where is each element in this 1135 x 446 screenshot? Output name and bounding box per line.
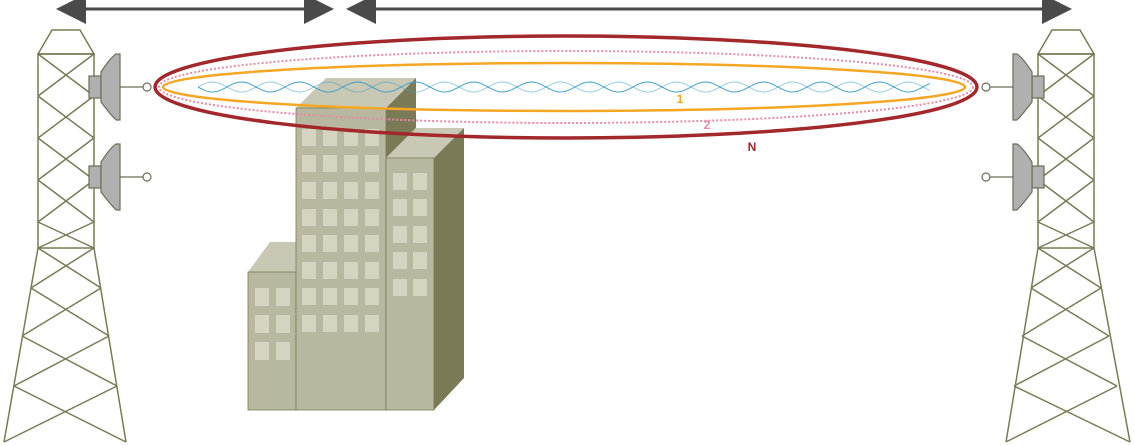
right-tower-icon <box>1005 29 1131 443</box>
zone-label-n: N <box>748 140 757 154</box>
right-dish-upper-icon <box>981 53 1045 121</box>
left-dish-upper-icon <box>88 53 152 121</box>
fresnel-zone-1 <box>161 61 967 113</box>
fresnel-zone-n <box>153 34 979 140</box>
right-dish-lower-icon <box>981 143 1045 211</box>
left-dish-lower-icon <box>88 143 152 211</box>
left-tower-icon <box>3 29 127 443</box>
office-building-icon <box>247 78 464 411</box>
fresnel-zone-2 <box>158 50 974 124</box>
zone-label-1: 1 <box>677 92 684 106</box>
signal-wave <box>197 81 931 93</box>
zone-label-2: 2 <box>704 118 711 132</box>
